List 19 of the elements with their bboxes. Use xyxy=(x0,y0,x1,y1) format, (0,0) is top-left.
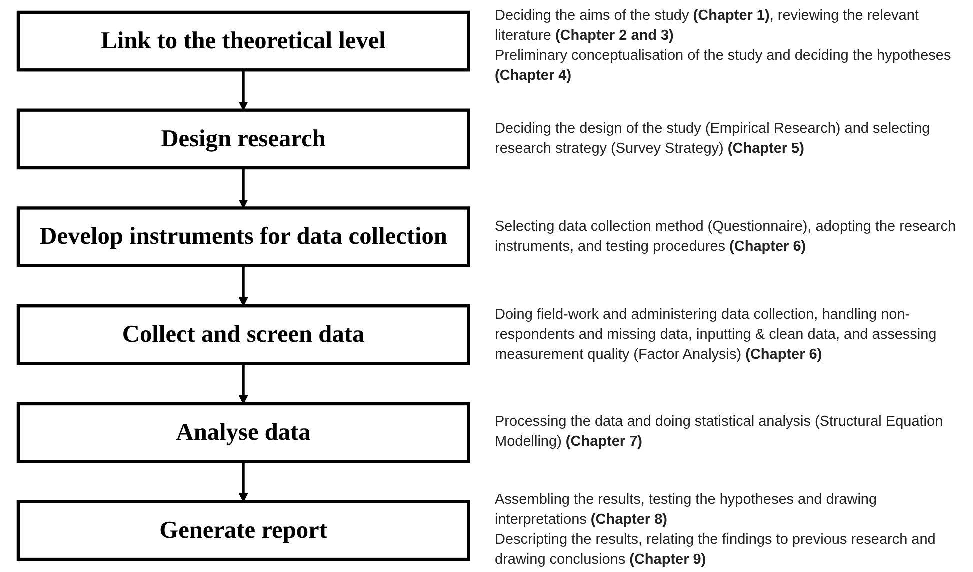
node-box: Develop instruments for data collection xyxy=(16,206,470,268)
description-text: Deciding the aims of the study (Chapter 1), reviewing the relevant literature (Chapter 2 and 3) xyxy=(495,6,920,46)
arrow xyxy=(238,168,248,209)
node-box: Generate report xyxy=(16,500,470,562)
arrow xyxy=(238,462,248,502)
arrow xyxy=(238,364,248,404)
arrow xyxy=(238,70,248,111)
node-box: Collect and screen data xyxy=(16,304,470,366)
description-text: Doing field-work and administering data collection, handling non-respondents and missing data, inputting & clean data, and assessing measurement quality (Factor Analysis) (Chapter 6) xyxy=(495,306,938,365)
arrow xyxy=(238,266,248,307)
node-box: Design research xyxy=(16,108,470,170)
description-text: Preliminary conceptualisation of the study and deciding the hypotheses (Chapter 4) xyxy=(495,46,952,86)
description-text: Processing the data and doing statistical analysis (Structural Equation Modelling) (Chapter 7) xyxy=(495,413,944,452)
description-text: Descripting the results, relating the findings to previous research and drawing conclusions (Chapter 9) xyxy=(495,531,937,570)
description-text: Deciding the design of the study (Empirical Research) and selecting research strategy (Survey Strategy) (Chapter 5) xyxy=(495,120,932,160)
description-text: Assembling the results, testing the hypotheses and drawing interpretations (Chapter 8) xyxy=(495,491,878,530)
node-box: Link to the theoretical level xyxy=(16,10,470,72)
description-text: Selecting data collection method (Questionnaire), adopting the research instruments, and testing procedures (Chapter 6) xyxy=(495,218,958,257)
node-box: Analyse data xyxy=(16,402,470,464)
